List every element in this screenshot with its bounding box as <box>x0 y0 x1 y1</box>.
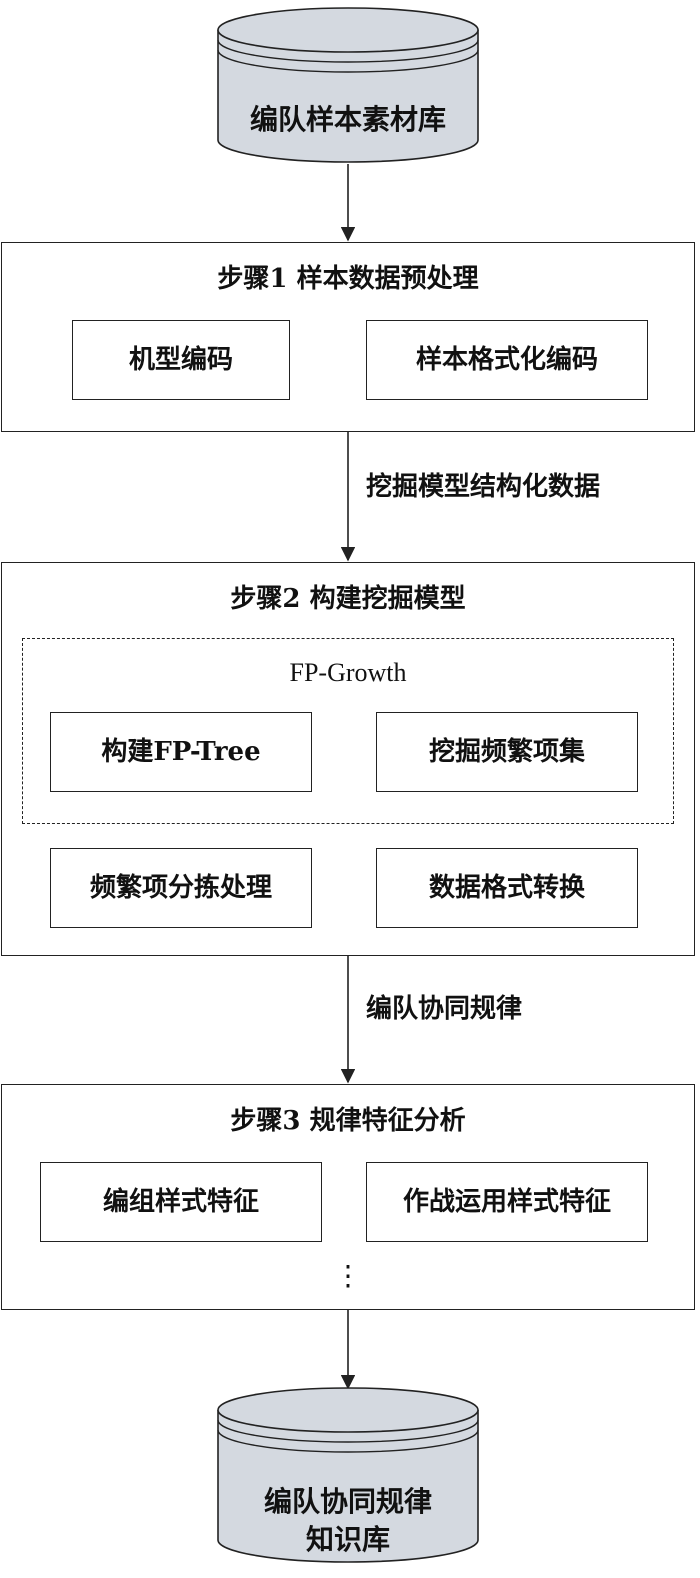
step3-box-operation-pattern-label: 作战运用样式特征 <box>402 1187 611 1217</box>
source-db-icon <box>217 7 479 163</box>
step2-panel <box>1 562 695 956</box>
step1-box-aircraft-code <box>72 320 290 400</box>
target-db-label-line2: 知识库 <box>305 1523 390 1556</box>
step1-panel <box>1 242 695 432</box>
step1-box-sample-format <box>366 320 648 400</box>
step2-title: 步骤2 构建挖掘模型 <box>230 584 466 614</box>
step3-title: 步骤3 规律特征分析 <box>230 1106 466 1136</box>
step2-box-sort-items-label: 频繁项分拣处理 <box>89 873 272 903</box>
target-db-icon <box>217 1387 479 1563</box>
step3-box-grouping-pattern-label: 编组样式特征 <box>102 1187 259 1217</box>
step2-box-sort-items <box>50 848 312 928</box>
arrow1-label: 挖掘模型结构化数据 <box>366 472 601 502</box>
step2-box-build-fptree <box>50 712 312 792</box>
step3-ellipsis: ⋮ <box>334 1259 362 1292</box>
step3-box-operation-pattern <box>366 1162 648 1242</box>
fp-growth-group <box>22 638 674 824</box>
step1-title: 步骤1 样本数据预处理 <box>217 264 479 294</box>
fp-growth-title: FP-Growth <box>289 658 407 687</box>
step2-box-format-convert <box>376 848 638 928</box>
step2-box-mine-itemsets <box>376 712 638 792</box>
step2-box-mine-itemsets-label: 挖掘频繁项集 <box>428 737 585 767</box>
step3-box-grouping-pattern <box>40 1162 322 1242</box>
source-db-label: 编队样本素材库 <box>249 103 446 136</box>
step2-box-build-fptree-label: 构建FP-Tree <box>101 737 261 767</box>
step2-box-format-convert-label: 数据格式转换 <box>428 873 585 903</box>
target-db-label-line1: 编队协同规律 <box>263 1485 432 1518</box>
step1-box-sample-format-label: 样本格式化编码 <box>415 345 598 375</box>
step1-box-aircraft-code-label: 机型编码 <box>128 345 233 375</box>
step3-panel <box>1 1084 695 1310</box>
arrow2-label: 编队协同规律 <box>366 994 523 1024</box>
